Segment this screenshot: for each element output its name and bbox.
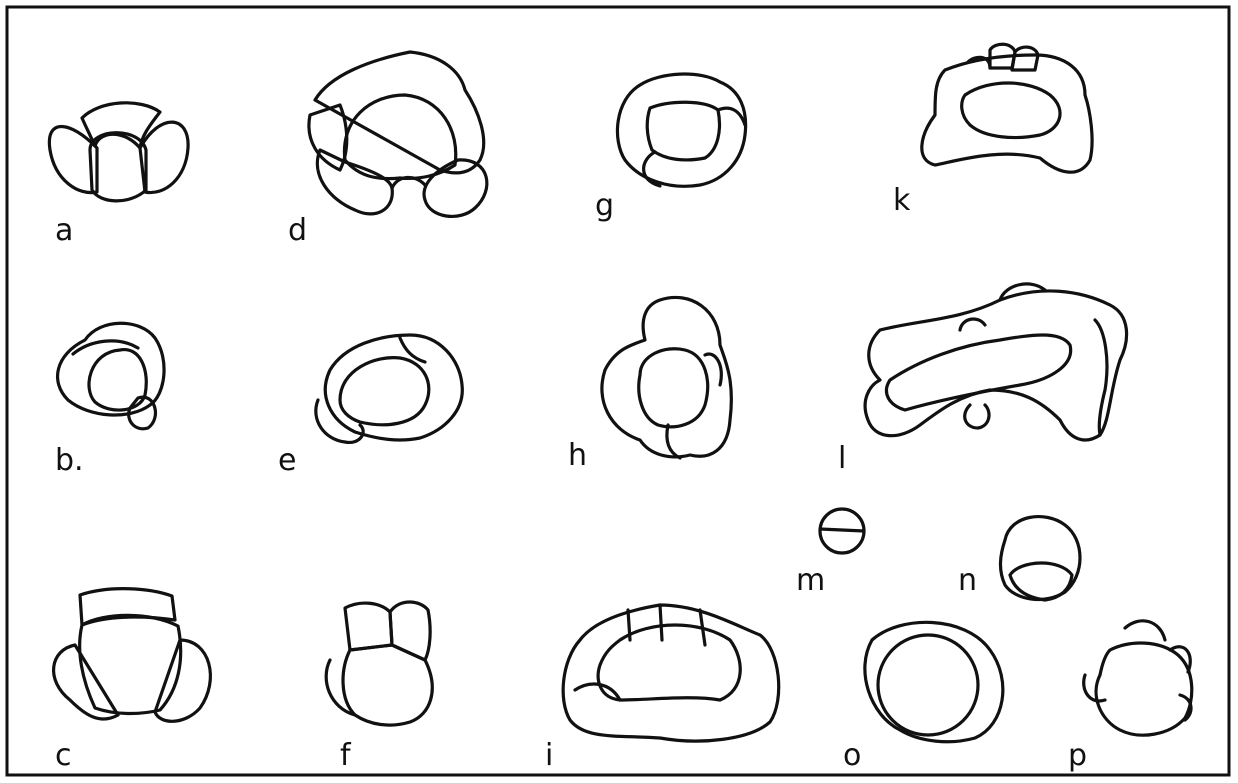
figure-f-label: f [340, 738, 352, 773]
figure-h-label: h [568, 438, 587, 473]
figure-d-label: d [288, 213, 307, 248]
figure-a: a [49, 103, 188, 248]
figure-e-label: e [278, 443, 296, 478]
figure-h: h [568, 297, 731, 473]
figure-k: k [893, 44, 1092, 218]
figure-e: e [278, 335, 462, 478]
figure-i: i [545, 605, 779, 773]
figure-p-label: p [1068, 738, 1087, 773]
figure-g-label: g [595, 188, 614, 223]
figure-c-label: c [55, 738, 72, 773]
figure-l: l [838, 284, 1127, 476]
figure-g: g [595, 74, 746, 223]
figure-n-label: n [958, 563, 977, 598]
figure-p: p [1068, 621, 1192, 773]
figure-m-label: m [796, 563, 825, 598]
figure-a-label: a [55, 213, 73, 248]
figure-l-label: l [838, 441, 846, 476]
figure-m: m [796, 509, 864, 598]
figure-b-label: b. [55, 443, 84, 478]
figure-d: d [288, 52, 487, 248]
figure-b: b. [55, 323, 164, 478]
figure-o: o [843, 622, 1003, 773]
figure-c: c [54, 589, 211, 773]
figure-i-label: i [545, 738, 553, 773]
figure-f: f [326, 602, 432, 773]
figure-n: n [958, 517, 1080, 600]
figure-o-label: o [843, 738, 861, 773]
figure-k-label: k [893, 183, 911, 218]
